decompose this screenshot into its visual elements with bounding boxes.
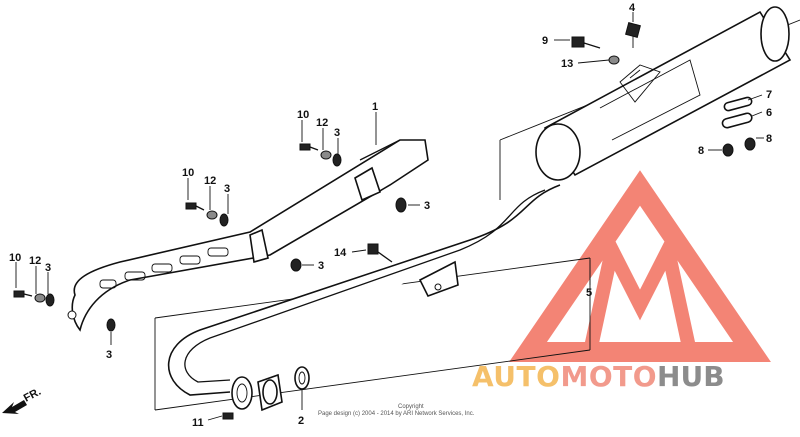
bolt-part-9 bbox=[571, 36, 601, 49]
clip-part-4 bbox=[625, 22, 641, 48]
nut-part bbox=[106, 318, 116, 332]
gasket-part-7 bbox=[723, 96, 753, 112]
callout-10: 10 bbox=[297, 109, 309, 121]
callout-1: 1 bbox=[372, 101, 378, 113]
callout-3: 3 bbox=[224, 183, 230, 195]
callout-4: 4 bbox=[629, 2, 636, 14]
copyright-notice: Copyright Page design (c) 2004 - 2014 by… bbox=[318, 404, 475, 417]
callout-12: 12 bbox=[29, 255, 41, 267]
callout-3: 3 bbox=[106, 349, 112, 361]
front-label: FR. bbox=[22, 386, 43, 405]
leader-lines bbox=[15, 12, 764, 421]
callout-8: 8 bbox=[698, 145, 704, 157]
gasket-part-6 bbox=[721, 112, 753, 129]
callout-9: 9 bbox=[542, 35, 548, 47]
callout-7: 7 bbox=[766, 89, 772, 101]
bolt-part-14 bbox=[367, 243, 393, 263]
callout-3: 3 bbox=[318, 260, 324, 272]
callout-3: 3 bbox=[334, 127, 340, 139]
nut-part-8 bbox=[722, 143, 734, 157]
callout-3: 3 bbox=[424, 200, 430, 212]
watermark-text: AUTOMOTOHUB bbox=[472, 360, 725, 393]
callout-10: 10 bbox=[9, 252, 21, 264]
callout-10: 10 bbox=[182, 167, 194, 179]
fastener-set-left bbox=[13, 290, 55, 307]
callout-3: 3 bbox=[45, 262, 51, 274]
nut-part-8 bbox=[744, 137, 756, 151]
callout-8: 8 bbox=[766, 133, 772, 145]
fastener-set-top bbox=[299, 143, 342, 167]
gasket-part-2 bbox=[294, 366, 310, 390]
front-direction-indicator: FR. bbox=[2, 386, 43, 414]
fastener-set-middle bbox=[185, 202, 229, 227]
callout-11: 11 bbox=[192, 417, 204, 429]
callout-labels: 1 10 12 3 10 12 3 10 12 3 3 3 3 14 9 13 … bbox=[9, 2, 772, 429]
muffler-assembly bbox=[154, 6, 800, 412]
heat-shield bbox=[67, 139, 429, 332]
washer-part-13 bbox=[608, 55, 620, 65]
callout-12: 12 bbox=[316, 117, 328, 129]
callout-14: 14 bbox=[334, 247, 347, 259]
callout-12: 12 bbox=[204, 175, 216, 187]
callout-5: 5 bbox=[586, 287, 592, 299]
automotohub-watermark: AUTOMOTOHUB bbox=[472, 360, 725, 393]
callout-13: 13 bbox=[561, 58, 573, 70]
callout-2: 2 bbox=[298, 415, 304, 427]
automotohub-logo bbox=[509, 170, 771, 362]
callout-6: 6 bbox=[766, 107, 772, 119]
copyright-line-2: Page design (c) 2004 - 2014 by ARI Netwo… bbox=[318, 411, 475, 417]
nut-part bbox=[290, 258, 302, 272]
bolt-part-11 bbox=[222, 412, 234, 420]
copyright-line-1: Copyright bbox=[398, 404, 424, 410]
nut-part bbox=[395, 197, 407, 213]
